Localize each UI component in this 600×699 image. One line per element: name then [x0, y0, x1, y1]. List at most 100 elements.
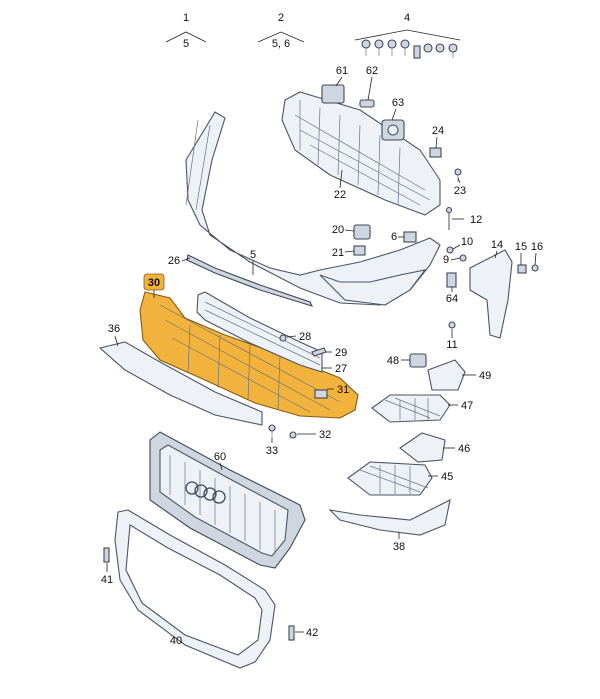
svg-text:22: 22: [334, 189, 346, 201]
callout-42: 42: [295, 627, 318, 639]
screw-12: [445, 206, 453, 230]
callout-30: 30: [143, 273, 165, 298]
svg-text:12: 12: [470, 214, 482, 226]
callout-62: 62: [366, 65, 378, 101]
callout-6: 6: [391, 231, 404, 243]
clip-42: [288, 625, 295, 641]
bracket-48: [409, 353, 427, 368]
svg-text:45: 45: [441, 471, 453, 483]
underbody-guard-30: [139, 291, 359, 419]
svg-text:38: 38: [393, 541, 405, 553]
callout-21: 21: [332, 247, 355, 259]
callout-group-2: 2 5, 6: [257, 12, 305, 50]
clip-24: [429, 147, 442, 158]
callout-5: 5: [250, 249, 256, 275]
callout-29: 29: [326, 347, 347, 359]
svg-text:14: 14: [491, 239, 503, 251]
cover-49: [427, 359, 466, 391]
svg-text:31: 31: [337, 384, 349, 396]
svg-text:24: 24: [432, 125, 444, 137]
svg-text:28: 28: [299, 331, 311, 343]
callout-33: 33: [266, 438, 278, 457]
grille-insert-47: [371, 394, 451, 423]
callout-61: 61: [335, 65, 348, 87]
callout-31: 31: [327, 384, 349, 396]
cover-46: [399, 432, 446, 463]
svg-text:6: 6: [391, 231, 397, 243]
callout-49: 49: [462, 370, 491, 382]
svg-text:42: 42: [306, 627, 318, 639]
svg-text:30: 30: [148, 277, 160, 289]
grille-frame-40: [114, 509, 276, 669]
callout-26: 26: [168, 255, 191, 267]
callout-20: 20: [332, 224, 355, 236]
svg-text:15: 15: [515, 241, 527, 253]
callout-10: 10: [452, 236, 473, 250]
trim-strip-26: [186, 254, 314, 307]
spoiler-36: [98, 341, 263, 426]
callout-11: 11: [446, 329, 458, 351]
svg-text:29: 29: [335, 347, 347, 359]
callout-64: 64: [446, 287, 458, 305]
grille-carrier: [281, 91, 441, 216]
callout-group-4: 4: [354, 12, 461, 59]
callout-15: 15: [515, 241, 527, 265]
callout-40: 40: [170, 635, 182, 647]
clip-21: [353, 245, 366, 256]
callout-60: 60: [214, 451, 226, 471]
bracket-14: [469, 249, 513, 339]
screw-16: [531, 264, 539, 272]
callout-41: 41: [101, 563, 113, 586]
clip-15: [517, 264, 527, 274]
callout-38: 38: [393, 532, 405, 553]
callout-22: 22: [334, 169, 346, 201]
callout-45: 45: [428, 471, 453, 483]
svg-text:46: 46: [458, 443, 470, 455]
svg-text:20: 20: [332, 224, 344, 236]
callout-2: 2: [278, 12, 284, 24]
svg-text:16: 16: [531, 241, 543, 253]
svg-text:60: 60: [214, 451, 226, 463]
callout-9: 9: [443, 254, 461, 266]
callout-32: 32: [297, 429, 331, 441]
bumper-cover: [185, 111, 441, 306]
screw-32: [289, 431, 297, 439]
screw-10: [446, 246, 454, 254]
callout-47: 47: [448, 400, 473, 412]
callout-1: 1: [183, 12, 189, 24]
bracket-20: [353, 224, 371, 240]
clip-41: [103, 547, 110, 563]
callout-12: 12: [452, 214, 482, 226]
brand-rings-logo: [185, 481, 226, 504]
bracket-62: [359, 99, 375, 108]
svg-text:21: 21: [332, 247, 344, 259]
callout-14: 14: [491, 239, 503, 259]
svg-text:33: 33: [266, 445, 278, 457]
svg-text:47: 47: [461, 400, 473, 412]
callout-48: 48: [387, 355, 410, 367]
screw-9: [459, 254, 467, 262]
svg-text:9: 9: [443, 254, 449, 266]
callout-group-1: 1 5: [165, 12, 207, 50]
svg-text:62: 62: [366, 65, 378, 77]
callout-36: 36: [108, 323, 120, 347]
callout-63: 63: [391, 97, 404, 121]
screw-28: [279, 334, 287, 342]
grille-insert-45: [347, 461, 433, 496]
sensor-61: [321, 84, 345, 104]
svg-text:64: 64: [446, 293, 458, 305]
svg-text:32: 32: [319, 429, 331, 441]
svg-text:11: 11: [446, 339, 457, 351]
svg-text:36: 36: [108, 323, 120, 335]
callout-4: 4: [404, 12, 410, 24]
svg-text:49: 49: [479, 370, 491, 382]
svg-text:41: 41: [101, 574, 113, 586]
svg-text:5: 5: [250, 249, 256, 261]
clip-6: [403, 231, 417, 243]
callout-28: 28: [286, 331, 311, 343]
callout-24: 24: [432, 125, 444, 149]
callout-16: 16: [531, 241, 543, 266]
screw-11: [448, 321, 456, 329]
screw-33: [268, 424, 276, 438]
